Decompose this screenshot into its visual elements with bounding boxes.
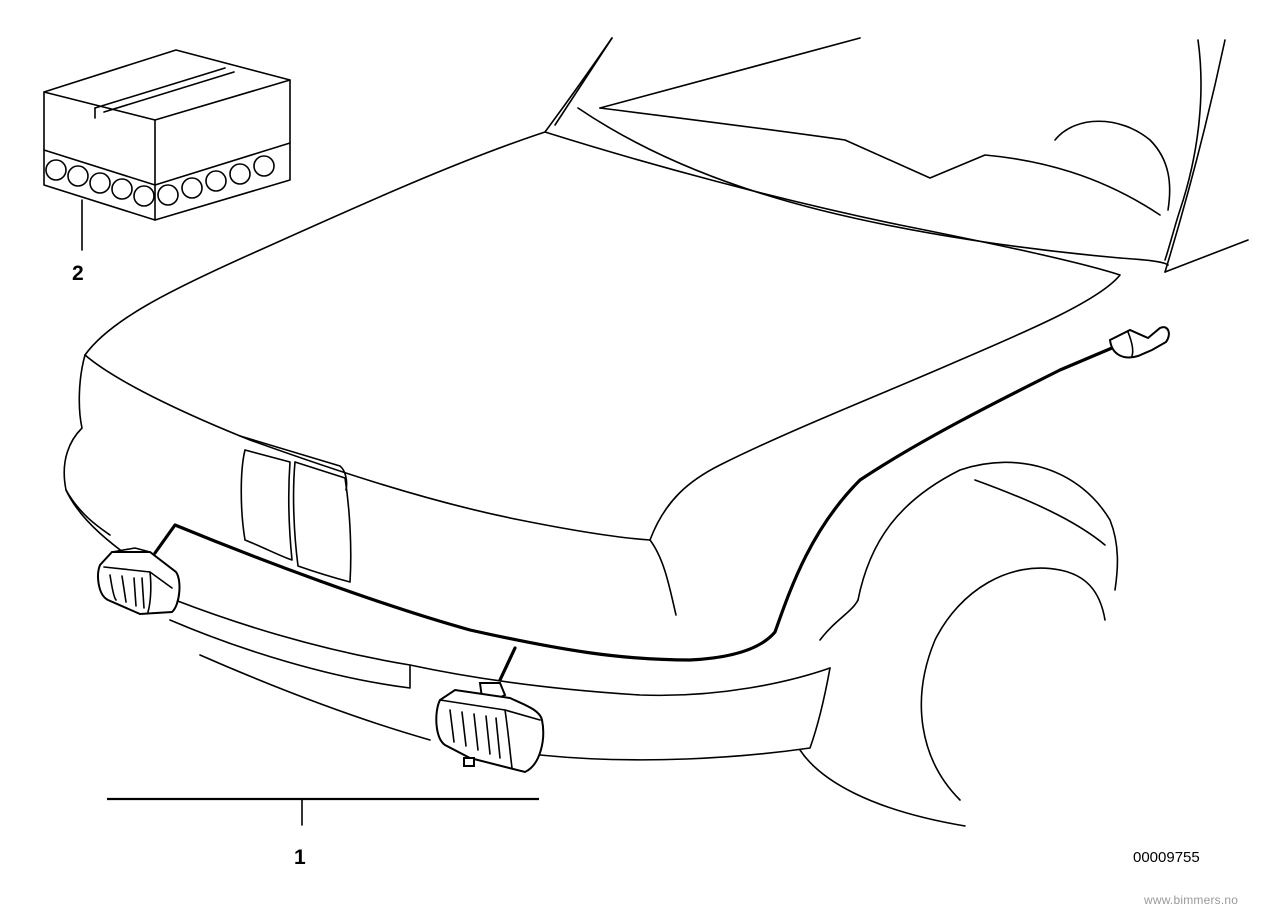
fog-light-right [435,682,545,774]
fog-light-left [97,547,181,616]
callout-label-2: 2 [72,262,84,285]
bulb-set-box [43,49,291,221]
kidney-grille [239,435,352,583]
wiring-harness [153,346,1114,682]
diagram-id: 00009755 [1133,849,1200,866]
callout-label-1: 1 [294,846,306,869]
car-body-outline [63,37,1249,827]
bulb-row [45,155,275,207]
callout-leader-1 [107,797,539,826]
watermark: www.bimmers.no [1144,893,1239,907]
connector-plug [1108,326,1170,359]
